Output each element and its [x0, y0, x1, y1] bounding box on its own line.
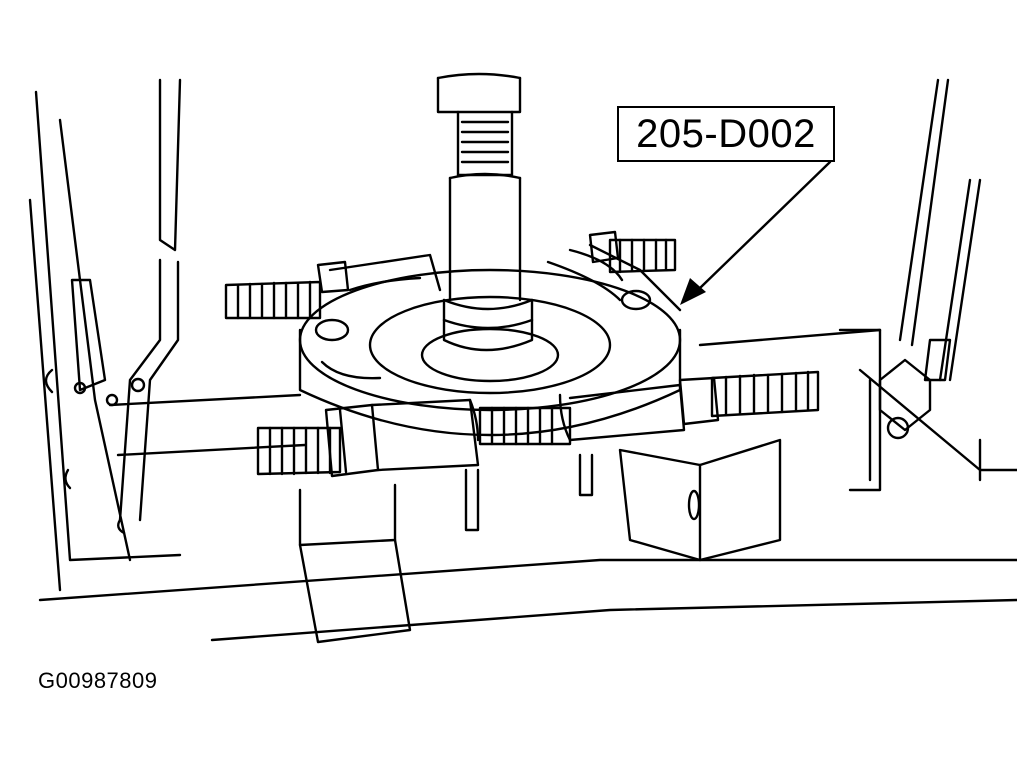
separator-plate — [298, 243, 682, 437]
clamp-nuts — [316, 230, 720, 478]
press-table — [28, 78, 1017, 642]
tool-callout-label: 205-D002 — [617, 106, 835, 162]
figure-id: G00987809 — [38, 668, 158, 693]
press-ram — [436, 72, 534, 352]
threaded-rods — [224, 238, 820, 476]
support-blocks — [298, 438, 782, 644]
callout-arrowhead — [680, 278, 706, 305]
callout-leader — [698, 160, 832, 290]
